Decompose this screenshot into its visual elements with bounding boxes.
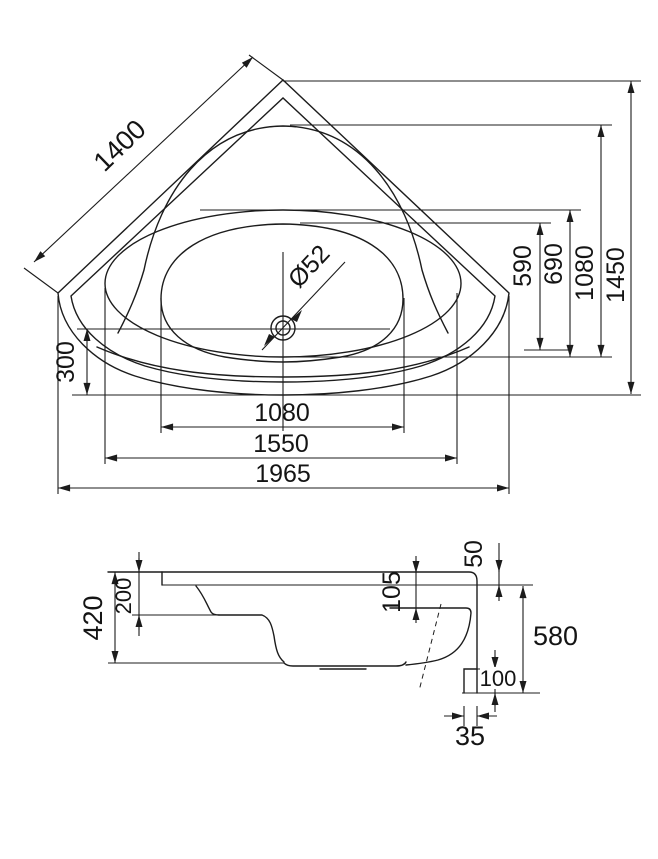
side-view-dimension-lines [111,543,527,726]
dim-1550-label: 1550 [253,430,309,458]
top-view-extension-lines [23,54,641,494]
dim-105-label: 105 [378,571,406,613]
dim-1450-label: 1450 [602,247,630,303]
top-view-dimension-lines [33,56,635,492]
dim-1080v-label: 1080 [571,245,599,301]
side-view-profile [107,571,540,694]
drain-leader-line [261,261,346,351]
dim-35-label: 35 [455,721,485,751]
dim-200-label: 200 [111,578,136,615]
dim-690-label: 690 [540,243,568,285]
side-view-labels: 420 200 105 50 580 100 35 [78,540,578,751]
dim-1965-label: 1965 [255,460,311,488]
dim-590-label: 590 [509,245,537,287]
dim-420-label: 420 [78,595,108,640]
dim-300-label: 300 [52,341,80,383]
dim-580-label: 580 [533,621,578,651]
dim-50-label: 50 [460,540,488,568]
dim-1080h-label: 1080 [254,399,310,427]
dim-100-label: 100 [480,666,517,691]
